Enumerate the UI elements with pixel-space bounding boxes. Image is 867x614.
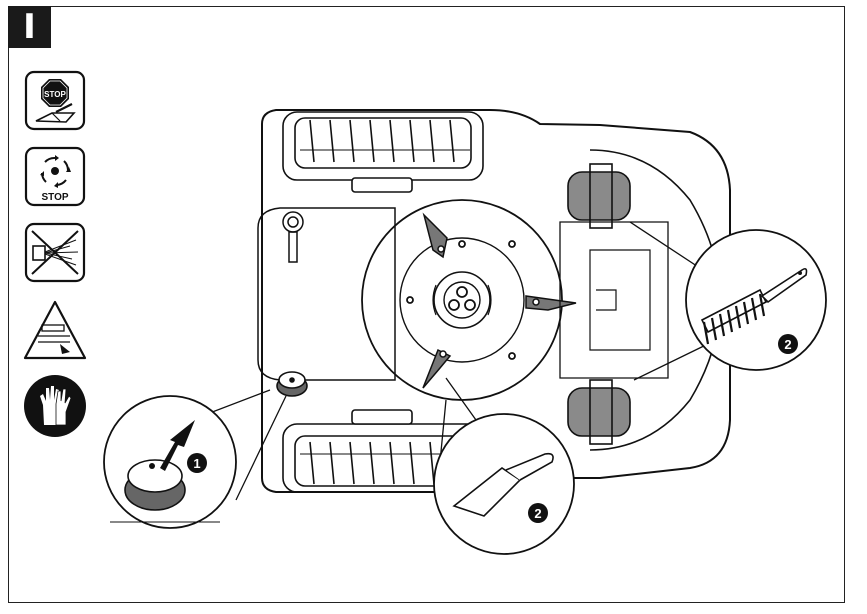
bottom-drive-wheel (282, 409, 484, 493)
stop-manual-text: STOP (44, 90, 66, 99)
callout-marker-2-scraper (528, 503, 548, 523)
no-water-jet-icon (24, 222, 86, 283)
stop-manual-icon: STOP (24, 70, 86, 131)
gloves-icon (24, 375, 86, 437)
section-label: I (8, 6, 51, 48)
cutting-blades (422, 212, 577, 389)
front-caster-wheels (567, 163, 631, 445)
brush-callout: 2 (629, 221, 827, 381)
hazard-cutting-icon (23, 300, 87, 360)
callout-marker-1 (187, 453, 207, 473)
callout-marker-1-text: 1 (193, 456, 200, 471)
callout-marker-2-brush (778, 334, 798, 354)
stop-button-callout: 1 (103, 389, 287, 529)
top-drive-wheel (282, 111, 484, 193)
stop-rotating-blades-icon: STOP (24, 146, 86, 207)
page-frame (8, 6, 845, 603)
stop-rotating-text: STOP (41, 192, 68, 203)
callout-marker-2-brush-text: 2 (784, 337, 791, 352)
callout-marker-2-scraper-text: 2 (534, 506, 541, 521)
stop-button-small (276, 371, 308, 397)
charging-contact (282, 211, 304, 263)
scraper-callout: 2 (433, 377, 575, 555)
blade-disc (361, 199, 563, 401)
